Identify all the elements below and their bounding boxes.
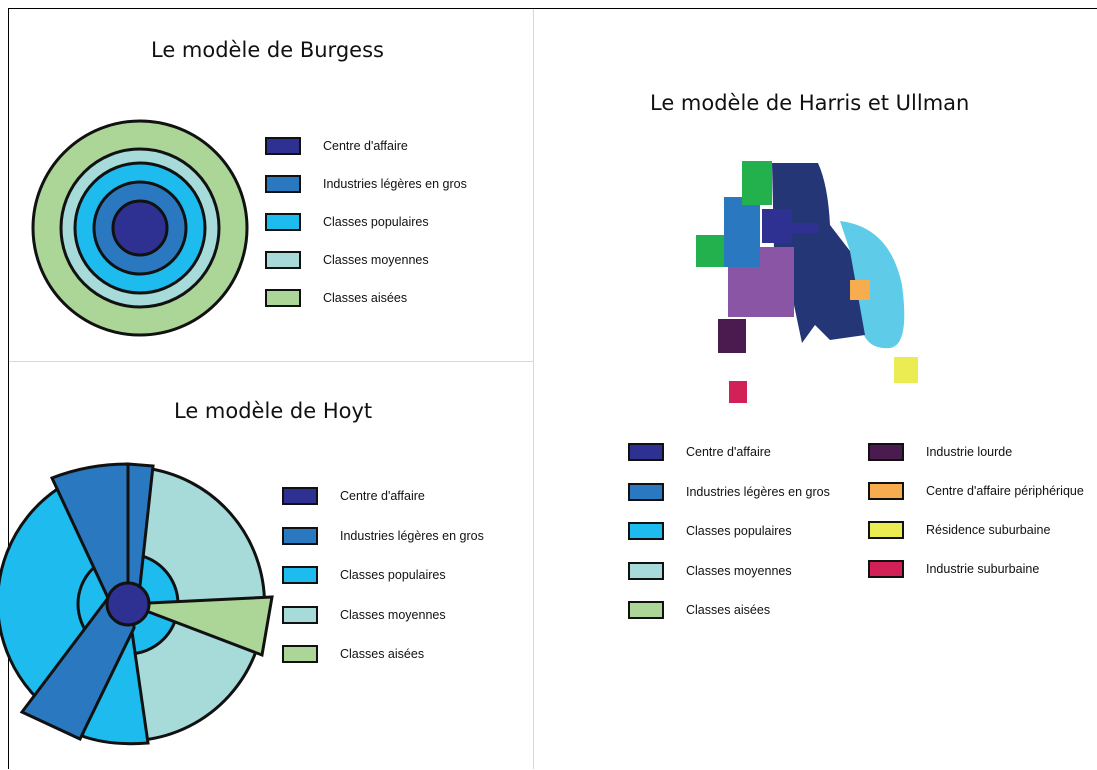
legend-item: Centre d'affaire périphérique: [868, 482, 1084, 500]
legend-label: Centre d'affaire: [323, 139, 408, 153]
legend-swatch: [282, 526, 318, 545]
legend-swatch: [265, 213, 301, 231]
harris-zone-industries-dark: [772, 163, 865, 343]
legend-item: Classes aisées: [628, 601, 770, 619]
legend-item: Classes moyennes: [282, 605, 446, 624]
harris-ullman-diagram: [696, 161, 918, 403]
legend-item: Centre d'affaire: [282, 487, 425, 505]
legend-item: Classes populaires: [265, 213, 429, 231]
legend-item: Classes aisées: [282, 645, 424, 663]
harris-title: Le modèle de Harris et Ullman: [650, 91, 970, 115]
harris-zone-classes-aisees-left: [696, 235, 724, 267]
legend-label: Industrie suburbaine: [926, 562, 1040, 576]
legend-item: Industries légères en gros: [282, 526, 484, 545]
legend-item: Industries légères en gros: [265, 175, 467, 193]
legend-swatch: [265, 137, 301, 155]
harris-zone-centre-affaire-ext: [790, 223, 818, 233]
legend-label: Classes moyennes: [686, 563, 792, 578]
burgess-concentric-diagram: [31, 119, 249, 337]
hoyt-sector-classes-populaires-bottom: [80, 603, 150, 746]
legend-item: Centre d'affaire: [628, 443, 771, 461]
legend-item: Classes populaires: [628, 522, 792, 540]
legend-label: Classes moyennes: [323, 253, 429, 267]
legend-item: Classes populaires: [282, 566, 446, 584]
legend-label: Résidence suburbaine: [926, 523, 1051, 537]
legend-label: Industries légères en gros: [340, 528, 484, 543]
harris-zone-classes-populaires: [840, 221, 905, 349]
legend-label: Industries légères en gros: [323, 177, 467, 191]
legend-swatch: [265, 175, 301, 193]
legend-label: Classes moyennes: [340, 607, 446, 622]
legend-label: Classes aisées: [323, 291, 408, 305]
legend-swatch: [868, 443, 904, 461]
legend-swatch: [265, 289, 301, 307]
legend-label: Classes populaires: [323, 215, 429, 229]
harris-zone-centre-peripherique: [850, 280, 870, 300]
harris-zone-industrie-lourde: [718, 319, 746, 353]
harris-zone-centre-affaire: [762, 209, 792, 243]
legend-item: Industries légères en gros: [628, 482, 830, 501]
legend-swatch: [868, 521, 904, 539]
frame-left-border: [8, 8, 9, 769]
hoyt-sector-diagram: [0, 462, 274, 746]
legend-swatch: [628, 522, 664, 540]
legend-swatch: [282, 487, 318, 505]
harris-zone-residence-suburbaine: [894, 357, 918, 383]
legend-swatch: [628, 561, 664, 580]
burgess-centre-affaire: [111, 199, 169, 257]
harris-zone-classes-aisees-top: [742, 161, 772, 205]
legend-label: Classes aisées: [340, 647, 425, 661]
legend-swatch: [628, 601, 664, 619]
legend-swatch: [265, 251, 301, 269]
legend-label: Classes populaires: [686, 524, 792, 538]
legend-item: Classes aisées: [265, 289, 407, 307]
burgess-title: Le modèle de Burgess: [151, 38, 384, 62]
legend-item: Classes moyennes: [628, 561, 792, 580]
legend-item: Classes moyennes: [265, 251, 429, 269]
legend-label: Centre d'affaire périphérique: [926, 484, 1084, 498]
legend-item: Industrie lourde: [868, 443, 1012, 461]
legend-swatch: [868, 482, 904, 500]
hoyt-centre-affaire: [105, 581, 151, 627]
legend-label: Classes aisées: [686, 603, 771, 617]
harris-zone-industrie-suburbaine: [729, 381, 747, 403]
legend-swatch: [282, 605, 318, 624]
legend-label: Industries légères en gros: [686, 484, 830, 499]
hoyt-sector-classes-aisees: [127, 595, 274, 658]
harris-zone-industries: [724, 197, 760, 267]
legend-swatch: [628, 443, 664, 461]
hoyt-title: Le modèle de Hoyt: [174, 399, 373, 423]
legend-swatch: [628, 482, 664, 501]
legend-swatch: [282, 566, 318, 584]
vertical-divider: [533, 9, 534, 769]
legend-item: Industrie suburbaine: [868, 560, 1039, 578]
legend-label: Centre d'affaire: [340, 489, 425, 503]
legend-item: Résidence suburbaine: [868, 521, 1050, 539]
horizontal-divider: [9, 361, 533, 362]
legend-label: Centre d'affaire: [686, 445, 771, 459]
frame-top-border: [8, 8, 1097, 9]
hoyt-sector-industries: [19, 462, 136, 741]
legend-item: Centre d'affaire: [265, 137, 408, 155]
legend-label: Industrie lourde: [926, 445, 1013, 459]
legend-swatch: [868, 560, 904, 578]
legend-label: Classes populaires: [340, 568, 446, 582]
legend-swatch: [282, 645, 318, 663]
